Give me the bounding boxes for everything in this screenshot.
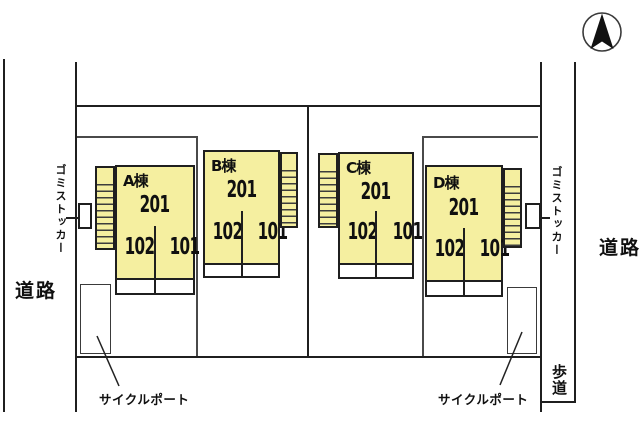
building-d-stairs-hatch: [503, 168, 522, 248]
cycle-port-label-left: サイクルポート: [99, 392, 190, 407]
building-c-name: C棟: [346, 159, 371, 177]
building-c-room-101: 101: [392, 219, 423, 245]
building-a-room-102: 102: [124, 234, 155, 260]
road-edge-left-line: [3, 59, 5, 412]
building-a-group: A棟 201 102 101: [95, 165, 200, 295]
balcony-cell: [243, 265, 279, 276]
building-b-unit-divider: [240, 211, 243, 263]
inner-setback-right-side-line: [422, 136, 424, 357]
balcony-cell: [465, 282, 501, 295]
center-divider-line: [307, 106, 309, 357]
cycle-port-label-right: サイクルポート: [438, 392, 529, 407]
balcony-cell: [427, 282, 465, 295]
garbage-stocker-box-left: [78, 203, 92, 229]
building-b-name: B棟: [211, 157, 236, 175]
building-d-unit-divider: [463, 228, 465, 280]
inner-setback-right-top-line: [422, 136, 538, 138]
building-b-box: B棟 201 102 101: [203, 150, 288, 265]
building-a-box: A棟 201 102 101: [115, 165, 200, 280]
garbage-stocker-box-right: [525, 203, 541, 229]
building-a-stairs-hatch: [95, 166, 115, 250]
building-c-room-201: 201: [361, 179, 391, 205]
building-c-stairs-hatch: [318, 153, 338, 228]
building-b-room-102: 102: [212, 219, 243, 245]
building-d-room-201: 201: [449, 195, 479, 221]
building-c-unit-divider: [375, 211, 377, 263]
balcony-cell: [340, 265, 377, 277]
building-b-balcony: [203, 263, 280, 278]
building-a-unit-divider: [154, 226, 156, 278]
site-boundary-right-line: [540, 62, 542, 412]
sidewalk-label: 歩道: [550, 364, 568, 396]
garbage-stocker-label-right: ゴミストッカー: [550, 166, 563, 257]
building-d-group: D棟 201 102 101: [425, 165, 522, 297]
balcony-cell: [205, 265, 243, 276]
building-d-balcony: [425, 280, 503, 297]
inner-setback-left-side-line: [196, 136, 198, 357]
building-c-balcony: [338, 263, 414, 279]
site-boundary-left-line: [75, 62, 77, 412]
sidewalk-end-cap-line: [540, 401, 576, 403]
building-a-room-101: 101: [169, 234, 200, 260]
road-edge-right-line: [574, 62, 576, 403]
site-boundary-bottom-line: [75, 356, 542, 358]
balcony-cell: [377, 265, 412, 277]
balcony-cell: [117, 280, 156, 293]
garbage-stocker-tick-right: [541, 217, 550, 219]
building-d-name: D棟: [433, 174, 459, 192]
building-a-name: A棟: [123, 172, 149, 190]
building-c-box: C棟 201 102 101: [338, 152, 423, 265]
building-a-room-201: 201: [140, 192, 170, 218]
building-c-group: C棟 201 102 101: [318, 152, 423, 280]
building-b-room-201: 201: [226, 177, 257, 203]
building-d-room-102: 102: [434, 236, 465, 262]
road-label-left: 道路: [15, 280, 58, 302]
balcony-cell: [156, 280, 193, 293]
building-d-room-101: 101: [479, 236, 510, 262]
road-label-right: 道路: [599, 237, 640, 259]
building-b-stairs-hatch: [280, 152, 298, 228]
cycle-port-box-right: [507, 287, 537, 354]
building-d-box: D棟 201 102 101: [425, 165, 510, 282]
north-arrow-icon: [582, 12, 622, 52]
cycle-port-box-left: [80, 284, 111, 354]
garbage-stocker-label-left: ゴミストッカー: [54, 164, 67, 255]
building-c-room-102: 102: [347, 219, 378, 245]
inner-setback-left-top-line: [77, 136, 197, 138]
building-a-balcony: [115, 278, 195, 295]
building-b-group: B棟 201 102 101: [203, 150, 300, 278]
garbage-stocker-tick-left: [66, 217, 78, 219]
